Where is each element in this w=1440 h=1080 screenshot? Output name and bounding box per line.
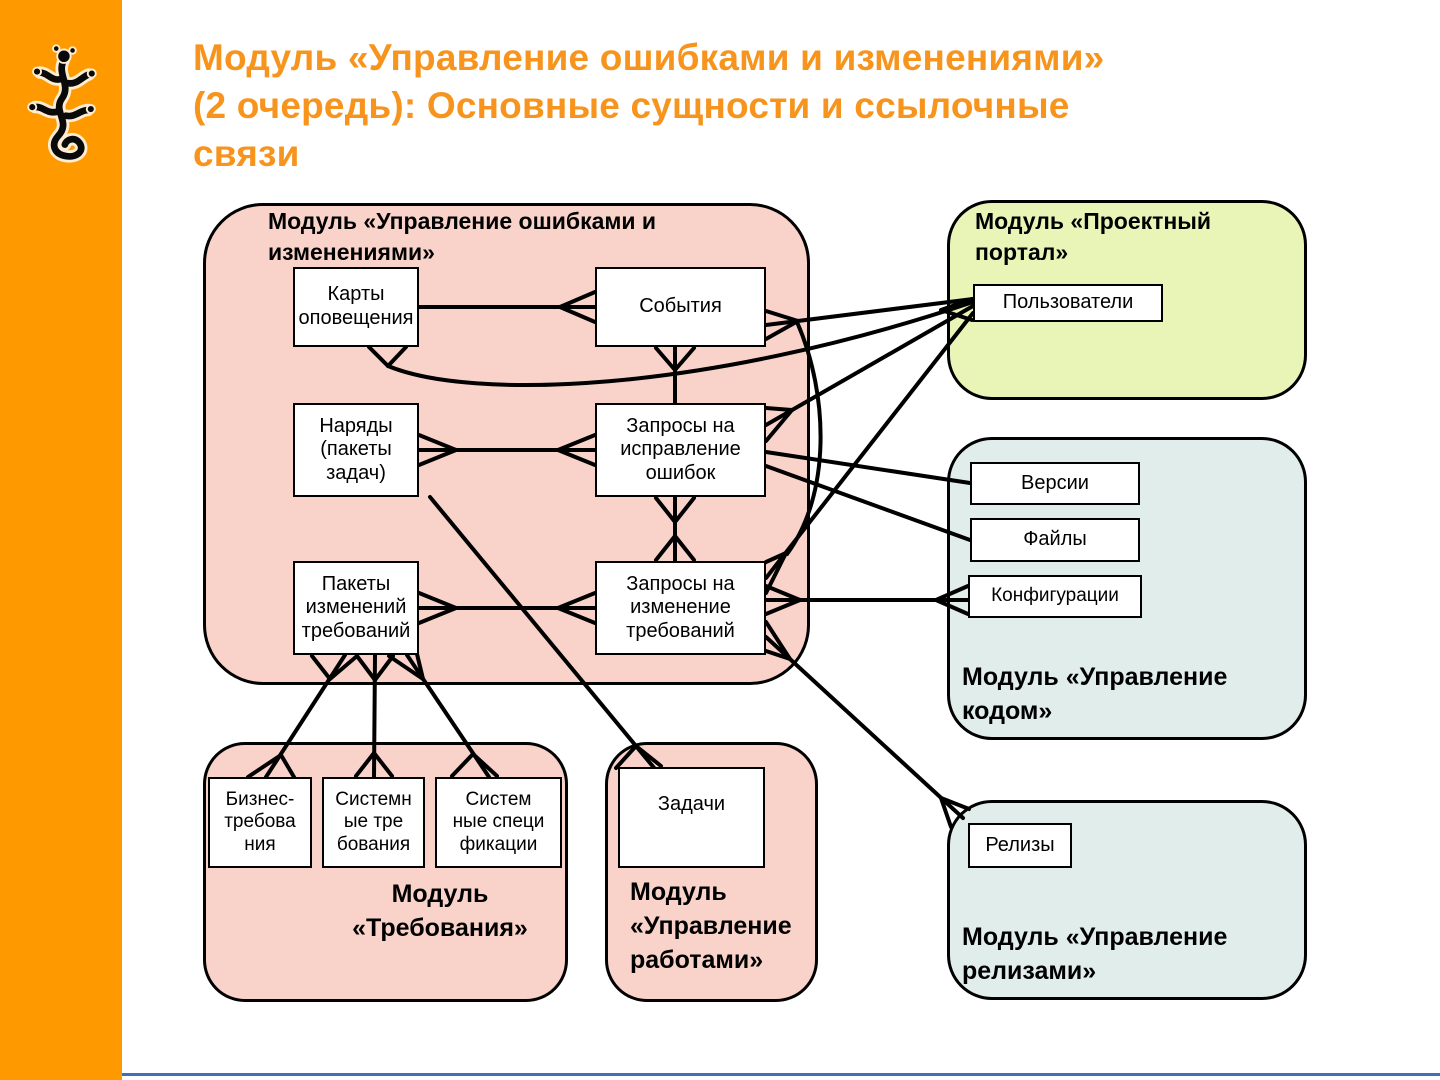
module-releases-label: Модуль «Управление релизами» [962,920,1227,988]
entity-text: Конфигурации [991,585,1119,607]
module-requirements-label: Модуль «Требования» [325,877,555,945]
module-requirements-label-line: «Требования» [352,914,528,942]
module-portal-title-line: Модуль «Проектный [975,208,1212,234]
entity-text: изменение [630,596,731,619]
entity-text: Версии [1021,471,1089,494]
entity-box-work-orders: Наряды (пакеты задач) [293,403,419,497]
entity-text: События [639,295,722,318]
module-releases-label-line: Модуль «Управление [962,923,1228,951]
module-errors-title: Модуль «Управление ошибками и изменениям… [268,206,656,268]
entity-text: исправление [620,438,741,461]
module-work-label-line: «Управление [630,912,792,940]
entity-text: требований [626,619,735,642]
entity-text: Файлы [1023,528,1087,551]
module-code-label: Модуль «Управление кодом» [962,660,1227,728]
entity-box-releases: Релизы [968,823,1072,868]
entity-text: задач) [326,461,386,484]
module-errors-title-line: Модуль «Управление ошибками и [268,208,657,234]
lizard-logo-icon [27,44,97,163]
entity-box-bugfix-requests: Запросы на исправление ошибок [595,403,766,497]
module-code-label-line: Модуль «Управление [962,663,1228,691]
entity-text: ния [244,833,276,855]
entity-text: Пользователи [1002,291,1134,314]
entity-text: Карты [327,283,385,306]
entity-text: Пакеты [321,572,391,595]
entity-box-change-requests: Запросы на изменение требований [595,561,766,655]
module-work-label: Модуль «Управление работами» [630,875,792,977]
slide-title-line: (2 очередь): Основные сущности и ссылочн… [193,85,1070,126]
module-portal-title-line: портал» [975,239,1069,265]
entity-text: Запросы на [626,414,735,437]
entity-box-users: Пользователи [973,284,1163,322]
module-work-label-line: Модуль [630,878,727,906]
entity-box-change-packages: Пакеты изменений требований [293,561,419,655]
entity-text: бования [336,833,411,855]
entity-text: ные специ [452,811,545,833]
slide-title-line: связи [193,133,300,174]
entity-text: ошибок [645,461,716,484]
entity-text: Задачи [657,793,726,815]
entity-text: оповещения [298,307,414,329]
entity-box-files: Файлы [970,518,1140,562]
entity-box-notification-cards: Карты оповещения [293,267,419,347]
entity-box-configurations: Конфигурации [968,575,1142,618]
slide-title: Модуль «Управление ошибками и изменениям… [193,34,1393,178]
entity-text: Бизнес- [225,788,295,810]
entity-text: Запросы на [626,572,735,595]
entity-text: требова [224,811,296,833]
entity-text: фикации [459,833,538,855]
entity-box-system-requirements: Системн ые тре бования [322,777,425,868]
entity-box-tasks: Задачи [618,767,765,868]
module-code-label-line: кодом» [962,697,1053,725]
entity-box-business-requirements: Бизнес- требова ния [208,777,312,868]
entity-text: ые тре [343,811,404,833]
sidebar [0,0,122,1080]
module-requirements-label-line: Модуль [391,880,489,908]
entity-text: Системн [335,788,412,810]
module-work-label-line: работами» [630,946,764,974]
entity-text: Наряды [319,414,393,437]
module-errors-title-line: изменениями» [268,239,435,265]
slide-title-line: Модуль «Управление ошибками и изменениям… [193,37,1105,78]
entity-box-versions: Версии [970,462,1140,505]
entity-text: Систем [465,788,532,810]
entity-box-system-specifications: Систем ные специ фикации [435,777,562,868]
entity-box-events: События [595,267,766,347]
entity-text: (пакеты [320,438,392,461]
module-releases-label-line: релизами» [962,957,1097,985]
module-portal-title: Модуль «Проектный портал» [975,206,1211,268]
bottom-rule [122,1073,1440,1076]
entity-text: Релизы [985,833,1055,856]
entity-text: требований [301,619,411,642]
entity-text: изменений [305,596,407,619]
